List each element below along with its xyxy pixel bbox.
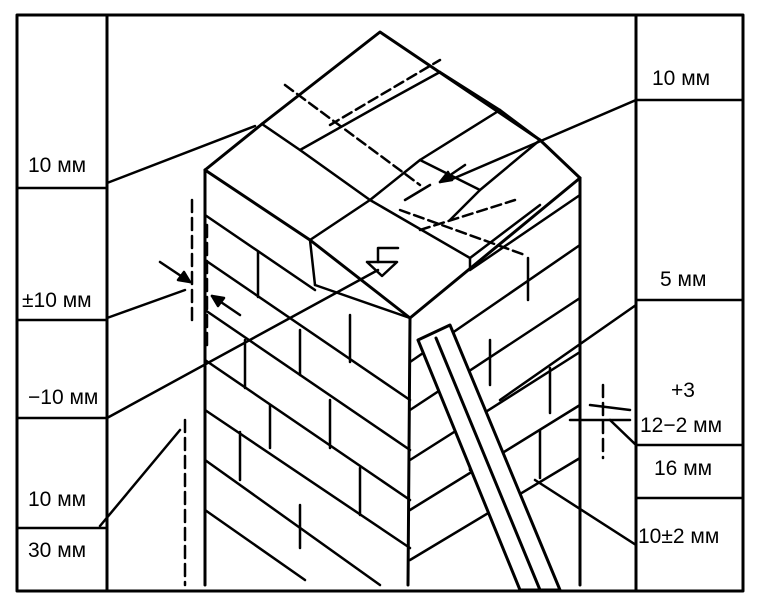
outer-frame xyxy=(15,13,745,593)
label-top-joint-10mm: 10 мм xyxy=(28,154,86,177)
label-minus-10mm: −10 мм xyxy=(28,386,98,409)
dimension-arrows xyxy=(158,163,632,422)
plumb-lines xyxy=(183,198,605,587)
straightedge-rule xyxy=(416,323,562,592)
leader-lines xyxy=(98,98,638,547)
level-mark-icon xyxy=(365,246,400,278)
label-12-minus-2mm: 12−2 мм xyxy=(640,414,722,437)
pillar-outline xyxy=(203,30,582,587)
label-vertical-10mm: 10 мм xyxy=(28,488,86,511)
top-bricks xyxy=(260,58,542,320)
label-10-plus-minus-2mm: 10±2 мм xyxy=(638,525,719,548)
left-face-courses xyxy=(203,213,412,587)
label-30mm: 30 мм xyxy=(28,539,86,562)
label-plus-minus-10mm: ±10 мм xyxy=(22,289,92,312)
label-plus-3: +3 xyxy=(671,379,695,402)
label-5mm: 5 мм xyxy=(660,268,706,291)
label-16mm: 16 мм xyxy=(654,457,712,480)
label-right-10mm: 10 мм xyxy=(652,67,710,90)
